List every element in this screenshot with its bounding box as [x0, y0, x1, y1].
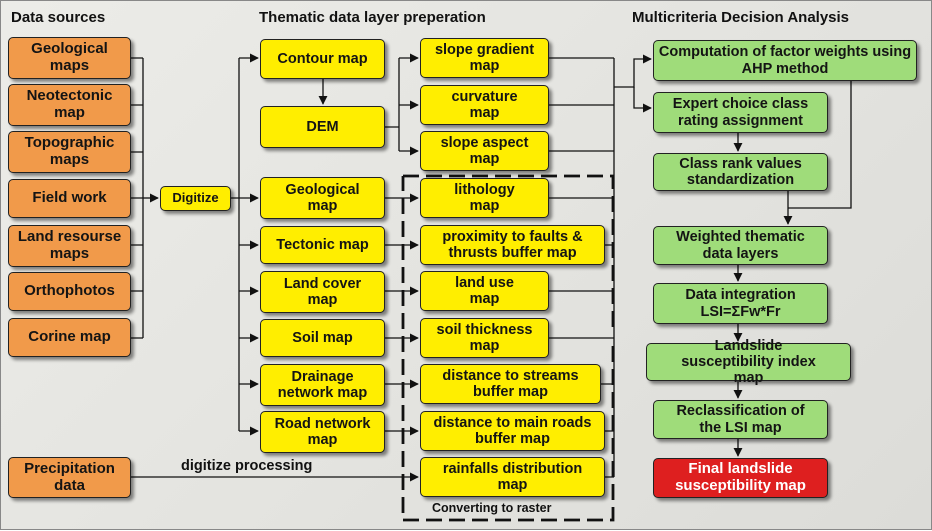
connector [385, 58, 400, 151]
raster-conversion-frame [401, 174, 615, 522]
connector [131, 57, 144, 339]
factor-distance-streams-buffer-map: distance to streams buffer map [420, 364, 601, 404]
thematic-land-cover-map: Land cover map [260, 271, 385, 313]
thematic-geological-map: Geological map [260, 177, 385, 219]
thematic-drainage-network-map: Drainage network map [260, 364, 385, 406]
mca-landslide-susceptibility-index-map: Landslide susceptibility index map [646, 338, 851, 386]
connector [788, 81, 852, 209]
source-land-resourse-maps: Land resourse maps [8, 225, 131, 267]
source-corine-map: Corine map [8, 318, 131, 357]
header-data-sources: Data sources [11, 9, 106, 26]
connector [633, 87, 652, 113]
header-multicriteria-analysis: Multicriteria Decision Analysis [632, 9, 850, 26]
source-neotectonic-map: Neotectonic map [8, 84, 131, 126]
source-field-work: Field work [8, 179, 131, 218]
header-thematic-preparation: Thematic data layer preperation [259, 9, 486, 26]
mca-factor-weights-ahp: Computation of factor weights using AHP … [653, 40, 917, 81]
thematic-tectonic-map: Tectonic map [260, 226, 385, 264]
mca-weighted-thematic-layers: Weighted thematic data layers [653, 226, 828, 265]
factor-soil-thickness-map: soil thickness map [420, 318, 549, 358]
connector [549, 57, 615, 478]
digitize-step: Digitize [160, 186, 231, 211]
factor-distance-roads-buffer-map: distance to main roads buffer map [420, 411, 605, 451]
thematic-contour-map: Contour map [260, 39, 385, 79]
mca-reclassification-lsi: Reclassification of the LSI map [653, 400, 828, 439]
factor-slope-gradient-map: slope gradient map [420, 38, 549, 78]
digitize-processing-label: digitize processing [181, 458, 313, 474]
thematic-dem: DEM [260, 106, 385, 148]
mca-data-integration: Data integration LSI=ΣFw*Fr [653, 283, 828, 324]
source-topographic-maps: Topographic maps [8, 131, 131, 173]
mca-class-rank-standardization: Class rank values standardization [653, 153, 828, 191]
factor-rainfalls-distribution-map: rainfalls distribution map [420, 457, 605, 497]
connector [614, 54, 652, 88]
source-geological-maps: Geological maps [8, 37, 131, 79]
factor-lithology-map: lithology map [420, 178, 549, 218]
thematic-road-network-map: Road network map [260, 411, 385, 453]
connector [231, 58, 240, 431]
source-precipitation-data: Precipitation data [8, 457, 131, 498]
factor-land-use-map: land use map [420, 271, 549, 311]
factor-curvature-map: curvature map [420, 85, 549, 125]
factor-slope-aspect-map: slope aspect map [420, 131, 549, 171]
factor-proximity-faults-buffer-map: proximity to faults & thrusts buffer map [420, 225, 605, 265]
source-orthophotos: Orthophotos [8, 272, 131, 311]
lsi-formula: LSI=ΣFw*Fr [700, 303, 781, 320]
thematic-soil-map: Soil map [260, 319, 385, 357]
data-integration-title: Data integration [685, 287, 796, 304]
final-landslide-susceptibility-map: Final landslide susceptibility map [653, 458, 828, 498]
converting-to-raster-label: Converting to raster [432, 501, 552, 515]
mca-expert-choice-rating: Expert choice class rating assignment [653, 92, 828, 133]
